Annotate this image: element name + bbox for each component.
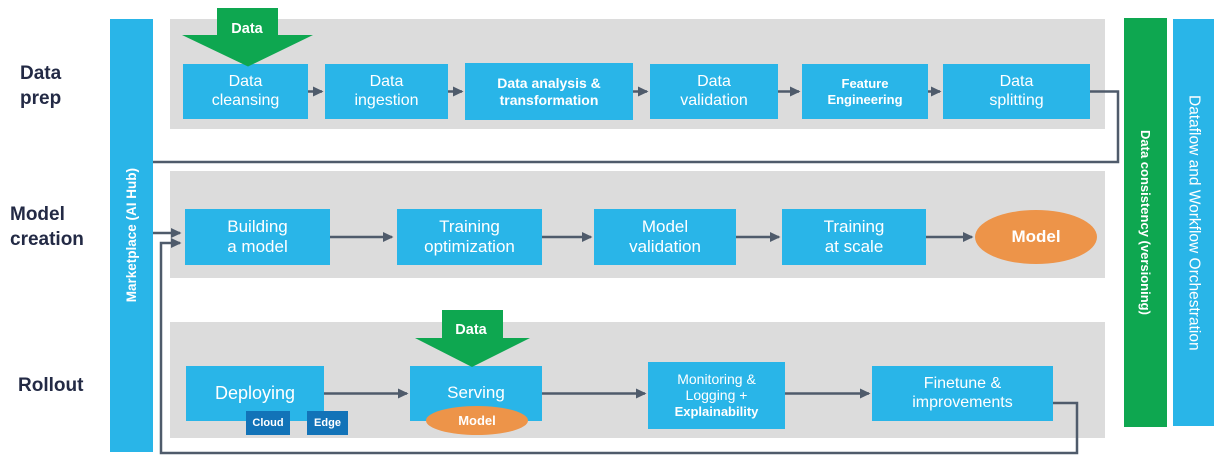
chip-cloud: Cloud — [246, 411, 290, 435]
node-data-analysis-transformation: Data analysis & transformation — [465, 63, 633, 120]
model-output-ellipse: Model — [975, 210, 1097, 264]
marketplace-bar-label: Marketplace (AI Hub) — [124, 168, 139, 303]
node-feature-engineering: Feature Engineering — [802, 64, 928, 119]
node-building-a-model: Building a model — [185, 209, 330, 265]
chip-edge: Edge — [307, 411, 348, 435]
data-arrow-label: Data — [231, 21, 263, 37]
data-consistency-bar: Data consistency (versioning) — [1124, 18, 1167, 427]
data-arrow-serving-label: Data — [455, 322, 487, 338]
marketplace-bar: Marketplace (AI Hub) — [110, 19, 153, 452]
orchestration-bar-label: Dataflow and Workflow Orchestration — [1185, 94, 1203, 351]
orchestration-bar: Dataflow and Workflow Orchestration — [1173, 19, 1214, 426]
explainability-label: Explainability — [674, 404, 759, 420]
node-model-validation: Model validation — [594, 209, 736, 265]
node-monitoring-logging: Monitoring & Logging + Explainability — [648, 362, 785, 429]
node-data-splitting: Data splitting — [943, 64, 1090, 119]
node-training-at-scale: Training at scale — [782, 209, 926, 265]
row-label-data-prep: Data prep — [20, 63, 62, 109]
node-data-cleansing: Data cleansing — [183, 64, 308, 119]
row-label-model-creation: Model creation — [10, 204, 84, 250]
data-consistency-bar-label: Data consistency (versioning) — [1138, 130, 1153, 315]
node-data-ingestion: Data ingestion — [325, 64, 448, 119]
node-data-validation: Data validation — [650, 64, 778, 119]
row-label-rollout: Rollout — [18, 375, 84, 396]
monitoring-logging-label: Monitoring & Logging + — [677, 370, 756, 404]
serving-model-ellipse: Model — [426, 406, 528, 435]
node-finetune-improvements: Finetune & improvements — [872, 366, 1053, 421]
node-training-optimization: Training optimization — [397, 209, 542, 265]
